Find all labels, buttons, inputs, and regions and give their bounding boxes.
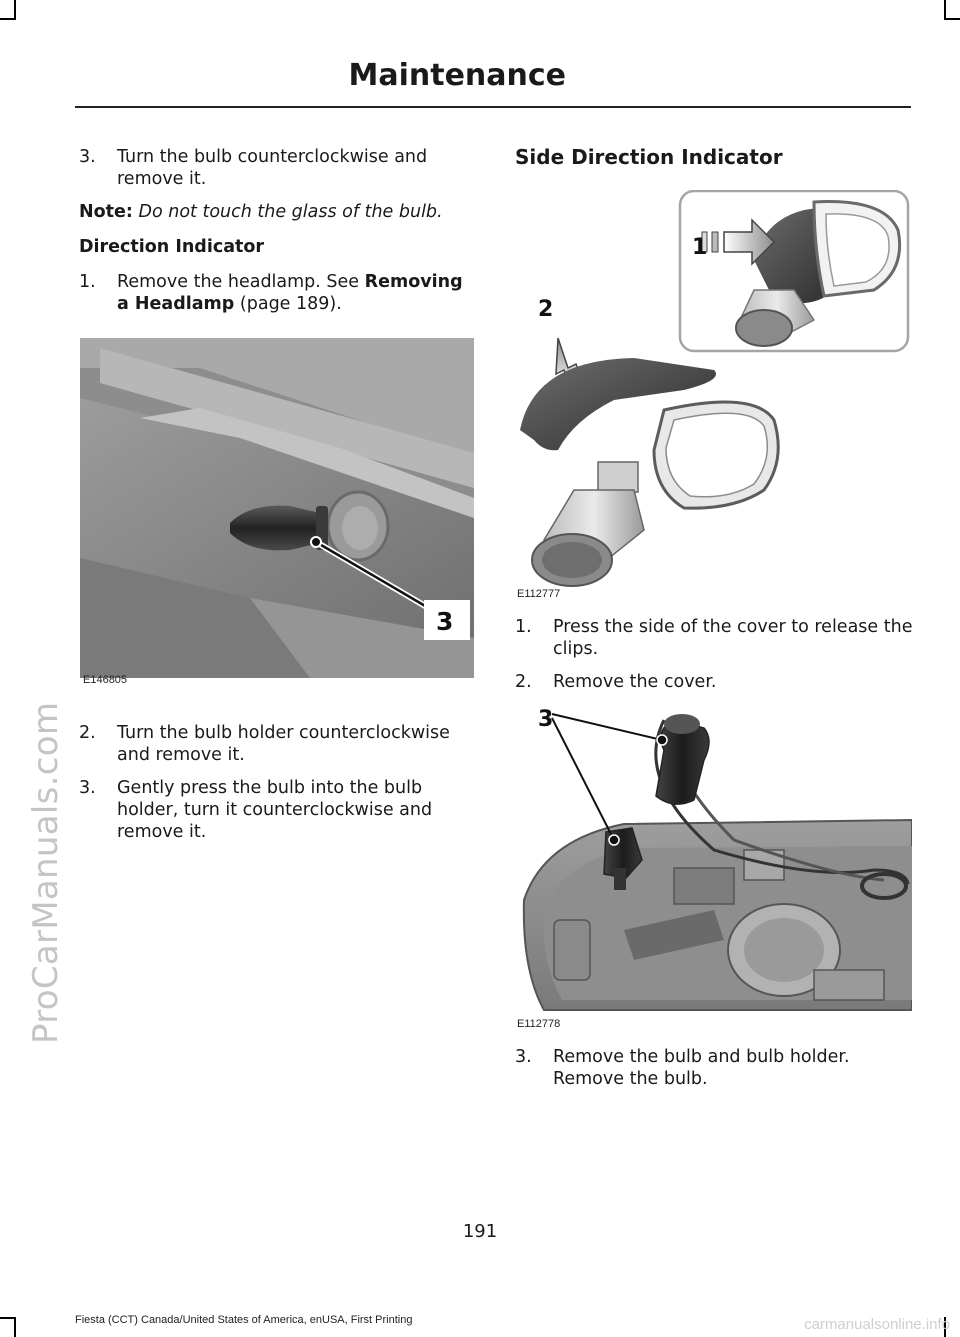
figure-headlamp-indicator: 3 E146805: [80, 338, 474, 692]
note-text: Do not touch the glass of the bulb.: [138, 202, 443, 222]
step-3: 3. Remove the bulb and bulb holder. Remo…: [515, 1046, 915, 1090]
page-number: 191: [462, 1221, 498, 1242]
page-reference: (page 189).: [239, 294, 342, 314]
figure-code: E112777: [517, 588, 561, 600]
step-text: Press the side of the cover to release t…: [553, 617, 913, 659]
step-text: Turn the bulb holder counterclockwise an…: [117, 723, 450, 765]
crop-mark: [944, 0, 946, 20]
figure-callout-3: 3: [436, 607, 453, 636]
step-number: 1.: [79, 272, 96, 292]
left-column: 3. Turn the bulb counterclockwise and re…: [79, 146, 479, 326]
page-title: Maintenance: [348, 58, 566, 93]
figure-illustration: 3: [522, 707, 913, 1011]
step-number: 3.: [515, 1047, 532, 1067]
step-3: 3. Gently press the bulb into the bulb h…: [79, 777, 479, 843]
subheading-direction-indicator: Direction Indicator: [79, 237, 265, 257]
crop-mark: [0, 1317, 16, 1319]
step-text: Turn the bulb counterclockwise and remov…: [117, 147, 428, 189]
step-text: Gently press the bulb into the bulb hold…: [117, 778, 433, 842]
right-column: Side Direction Indicator: [515, 146, 915, 168]
step-number: 2.: [515, 672, 532, 692]
step-number: 3.: [79, 147, 96, 167]
side-watermark: ProCarManuals.com: [26, 701, 66, 1044]
step-number: 2.: [79, 723, 96, 743]
header-rule: [75, 106, 911, 108]
step-number: 3.: [79, 778, 96, 798]
left-column-lower: 2. Turn the bulb holder counterclockwise…: [79, 722, 479, 854]
note-label: Note:: [79, 202, 133, 222]
crop-mark: [944, 1317, 946, 1337]
right-column-steps: 1. Press the side of the cover to releas…: [515, 616, 915, 704]
cross-reference-link[interactable]: Removing a Headlamp: [117, 272, 463, 314]
step-1: 1. Press the side of the cover to releas…: [515, 616, 915, 660]
section-heading-side-direction-indicator: Side Direction Indicator: [515, 145, 783, 169]
figure-code: E146805: [83, 674, 128, 686]
crop-mark: [14, 0, 16, 20]
step-text: Remove the bulb and bulb holder. Remove …: [553, 1047, 850, 1089]
step-1: 1. Remove the headlamp. See Removing a H…: [79, 271, 479, 315]
figure-illustration: 3: [80, 338, 474, 678]
step-text: Remove the cover.: [553, 672, 717, 692]
right-column-final: 3. Remove the bulb and bulb holder. Remo…: [515, 1046, 915, 1101]
figure-mirror-bulb: 3 E112778: [514, 700, 913, 1034]
step-2: 2. Turn the bulb holder counterclockwise…: [79, 722, 479, 766]
footer-text: Fiesta (CCT) Canada/United States of Ame…: [75, 1314, 413, 1326]
crop-mark: [0, 18, 16, 20]
step-text: Remove the headlamp. See: [117, 272, 360, 292]
crop-mark: [944, 18, 960, 20]
figure-callout-3: 3: [538, 707, 553, 732]
figure-callout-1: 1: [692, 235, 707, 260]
step-number: 1.: [515, 617, 532, 637]
note: Note: Do not touch the glass of the bulb…: [79, 201, 479, 223]
figure-illustration: 1 2: [520, 189, 910, 587]
figure-code: E112778: [517, 1018, 561, 1030]
step-2: 2. Remove the cover.: [515, 671, 915, 693]
figure-callout-2: 2: [538, 297, 553, 322]
corner-watermark: carmanualsonline.info: [804, 1316, 950, 1333]
crop-mark: [14, 1317, 16, 1337]
step-3-top: 3. Turn the bulb counterclockwise and re…: [79, 146, 479, 190]
figure-mirror-cover: 1 2 E112777: [514, 189, 912, 602]
